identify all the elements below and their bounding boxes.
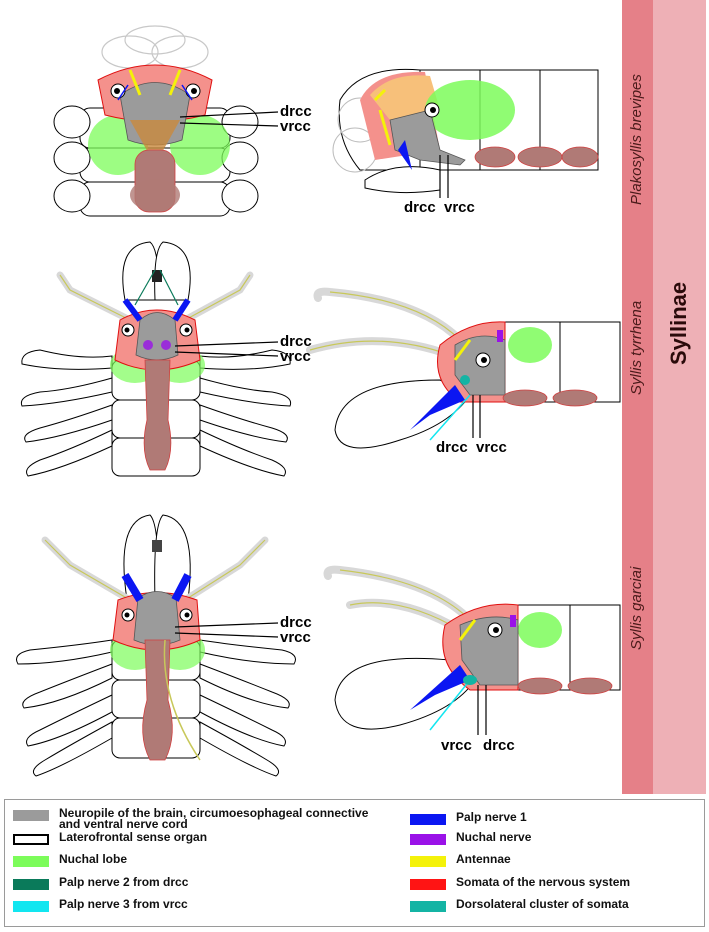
legend-label: Nuchal nerve (456, 830, 532, 844)
legend-label: Somata of the nervous system (456, 875, 631, 889)
garciai-lateral-view (323, 565, 621, 735)
vrcc-label-row3-lateral: vrcc (441, 737, 472, 754)
legend-swatch (410, 834, 446, 845)
legend-label: Dorsolateral cluster of somata (456, 897, 629, 911)
legend-swatch (410, 879, 446, 890)
legend-item: Somata of the nervous system (410, 875, 631, 890)
species-stripe (622, 0, 653, 794)
legend-label: Palp nerve 3 from vrcc (59, 897, 188, 911)
vrcc-label-row3: vrcc (280, 629, 311, 646)
legend-swatch (410, 814, 446, 825)
plakosyllis-dorsal-view (53, 25, 279, 217)
legend-swatch (13, 834, 49, 845)
drcc-label-row1: drcc (280, 103, 312, 120)
legend-item: Nuchal nerve (410, 830, 532, 845)
drcc-label-row1-lateral: drcc (404, 199, 436, 216)
legend-swatch (13, 879, 49, 890)
species-label-tyrrhena: Syllis tyrrhena (628, 300, 645, 395)
group-stripe (653, 0, 706, 794)
tyrrhena-lateral-view (306, 287, 621, 449)
drcc-label-row2: drcc (280, 333, 312, 350)
legend-label: Palp nerve 2 from drcc (59, 875, 189, 889)
legend-swatch (13, 901, 49, 912)
legend-label: Nuchal lobe (59, 852, 128, 866)
legend-label: Laterofrontal sense organ (59, 830, 208, 844)
legend-item: Palp nerve 3 from vrcc (13, 897, 373, 912)
legend-item: Neuropile of the brain, circumoesophagea… (13, 806, 373, 831)
legend-label: Antennae (456, 852, 511, 866)
legend-label: Neuropile of the brain, circumoesophagea… (59, 806, 369, 831)
legend-item: Palp nerve 1 (410, 810, 527, 825)
legend-label: Palp nerve 1 (456, 810, 527, 824)
legend-item: Dorsolateral cluster of somata (410, 897, 629, 912)
drcc-label-row2-lateral: drcc (436, 439, 468, 456)
legend-swatch (410, 856, 446, 867)
drcc-label-row3: drcc (280, 614, 312, 631)
species-label-garciai: Syllis garciai (628, 566, 645, 650)
drcc-label-row3-lateral: drcc (483, 737, 515, 754)
vrcc-label-row2: vrcc (280, 348, 311, 365)
legend: Neuropile of the brain, circumoesophagea… (4, 799, 705, 927)
plakosyllis-lateral-view (332, 68, 599, 198)
legend-item: Nuchal lobe (13, 852, 373, 867)
legend-swatch (13, 810, 49, 821)
tyrrhena-dorsal-view (20, 241, 292, 477)
vrcc-label-row2-lateral: vrcc (476, 439, 507, 456)
vrcc-label-row1-lateral: vrcc (444, 199, 475, 216)
legend-item: Antennae (410, 852, 511, 867)
legend-item: Palp nerve 2 from drcc (13, 875, 373, 890)
vrcc-label-row1: vrcc (280, 118, 311, 135)
legend-item: Laterofrontal sense organ (13, 830, 373, 845)
species-label-plakosyllis: Plakosyllis brevipes (628, 74, 645, 205)
legend-swatch (410, 901, 446, 912)
group-label-syllinae: Syllinae (666, 281, 691, 365)
legend-swatch (13, 856, 49, 867)
garciai-dorsal-view (16, 514, 296, 777)
